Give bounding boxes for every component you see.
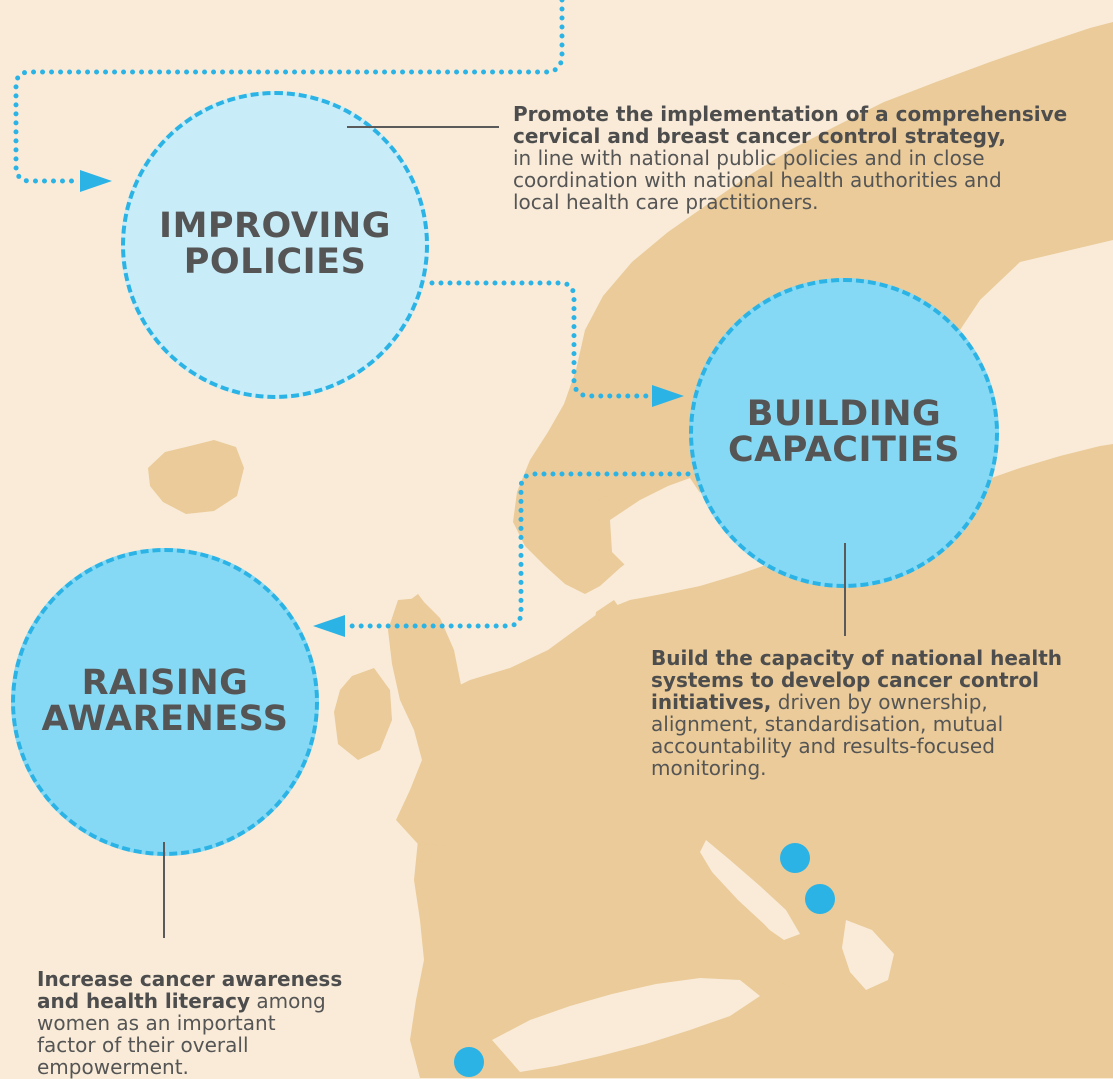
adriatic-sea — [700, 840, 800, 940]
building-capacities-circle: BUILDING CAPACITIES — [689, 278, 999, 588]
raising-awareness-text-line3: factor of their overall — [37, 1033, 249, 1057]
building-capacities-bold-line1: Build the capacity of national health — [651, 646, 1063, 670]
aegean-sea — [842, 920, 894, 990]
iceland-landmass — [148, 440, 244, 514]
mediterranean-sea — [492, 978, 760, 1072]
crete-island — [900, 994, 962, 1012]
raising-awareness-leader-line — [163, 842, 165, 938]
location-dot-balkans-south — [805, 884, 835, 914]
arrow-head-2 — [652, 385, 684, 407]
building-capacities-bold-line2: systems to develop cancer control — [651, 668, 1039, 692]
connector-path-middle — [429, 280, 655, 399]
improving-policies-leader-line — [347, 126, 499, 128]
raising-awareness-label-line1: RAISING — [81, 663, 249, 704]
small-island-1 — [598, 496, 612, 510]
baltic-sea — [610, 478, 702, 566]
mainland-europe-landmass — [410, 444, 1113, 1078]
denmark-landmass — [592, 600, 628, 660]
improving-policies-description: Promote the implementation of a comprehe… — [513, 103, 1113, 213]
building-capacities-text-line1: driven by ownership, — [771, 690, 988, 714]
small-island-2 — [560, 556, 574, 570]
raising-awareness-bold-line1: Increase cancer awareness — [37, 967, 343, 991]
small-island-3 — [410, 594, 424, 610]
improving-policies-text-line3: local health care practitioners. — [513, 190, 819, 214]
improving-policies-bold-line2: cervical and breast cancer control strat… — [513, 124, 1007, 148]
arrow-head-3 — [313, 615, 345, 637]
building-capacities-description: Build the capacity of national health sy… — [651, 647, 1111, 779]
raising-awareness-circle: RAISING AWARENESS — [11, 548, 319, 856]
raising-awareness-text-line2: women as an important — [37, 1011, 276, 1035]
improving-policies-label-line2: POLICIES — [183, 242, 367, 282]
ireland-landmass — [334, 668, 392, 760]
building-capacities-label: BUILDING CAPACITIES — [728, 397, 960, 468]
raising-awareness-description: Increase cancer awareness and health lit… — [37, 968, 417, 1078]
raising-awareness-text-line1: among — [250, 989, 326, 1013]
raising-awareness-label: RAISING AWARENESS — [41, 666, 288, 737]
great-britain-landmass — [388, 598, 492, 846]
improving-policies-text-line2: coordination with national health author… — [513, 168, 1002, 192]
italy-landmass — [682, 840, 804, 990]
improving-policies-label-line1: IMPROVING — [159, 206, 391, 247]
arrow-head-1 — [80, 170, 112, 192]
raising-awareness-label-line2: AWARENESS — [41, 699, 289, 739]
building-capacities-text-line3: accountability and results-focused — [651, 734, 995, 758]
location-dot-balkans-north — [780, 843, 810, 873]
building-capacities-text-line4: monitoring. — [651, 756, 767, 780]
connector-path-top — [13, 0, 565, 184]
connector-path-bottom — [342, 471, 691, 629]
improving-policies-circle: IMPROVING POLICIES — [121, 91, 429, 399]
improving-policies-text-line1: in line with national public policies an… — [513, 146, 985, 170]
raising-awareness-bold-line2: and health literacy — [37, 989, 251, 1013]
improving-policies-bold-line1: Promote the implementation of a comprehe… — [513, 102, 1068, 126]
building-capacities-text-line2: alignment, standardisation, mutual — [651, 712, 1004, 736]
building-capacities-bold-line3: initiatives, — [651, 690, 772, 714]
location-dot-north-africa — [454, 1047, 484, 1077]
improving-policies-label: IMPROVING POLICIES — [159, 209, 391, 280]
building-capacities-leader-line — [844, 543, 846, 636]
raising-awareness-text-line4: empowerment. — [37, 1055, 189, 1079]
building-capacities-label-line2: CAPACITIES — [727, 430, 961, 470]
building-capacities-label-line1: BUILDING — [746, 394, 942, 435]
